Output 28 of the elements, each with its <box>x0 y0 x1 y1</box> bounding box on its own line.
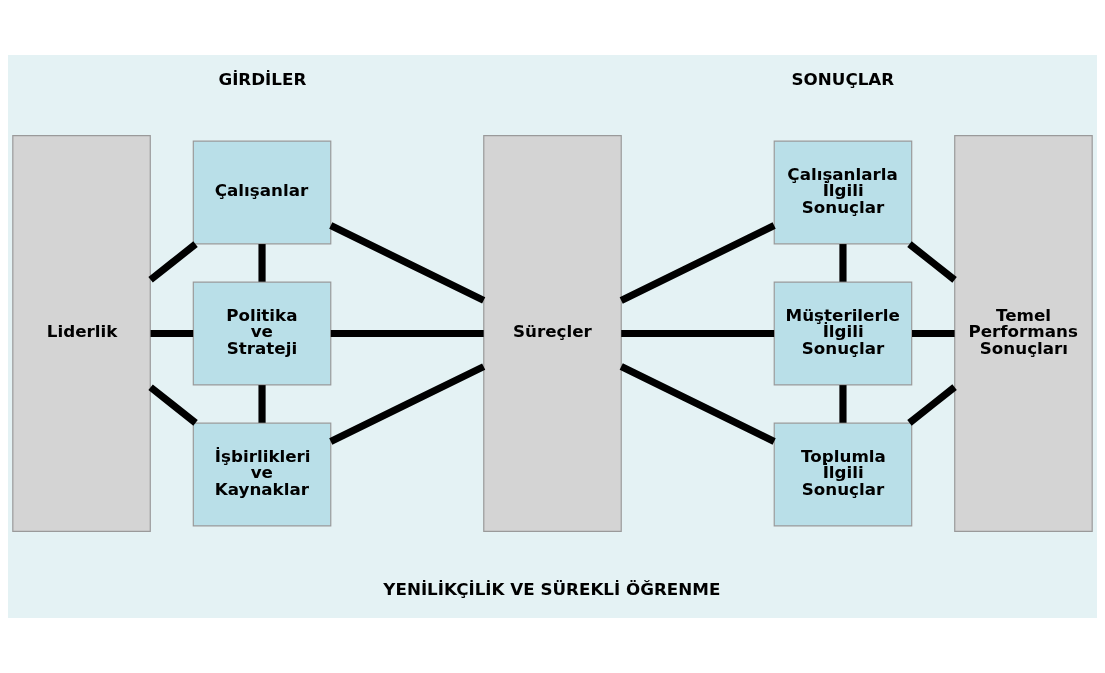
node-box: İşbirlikleri ve Kaynaklar <box>192 422 332 527</box>
connector <box>619 222 776 304</box>
node-box: Müşterilerle İlgili Sonuçlar <box>773 281 913 386</box>
connector <box>148 241 198 283</box>
node-box: Çalışanlarla İlgili Sonuçlar <box>773 140 913 245</box>
node-box: Toplumla İlgili Sonuçlar <box>773 422 913 527</box>
connector <box>839 385 847 423</box>
node-box: Temel Performans Sonuçları <box>954 135 1093 532</box>
connector <box>912 329 955 338</box>
connector <box>907 384 957 426</box>
label: YENİLİKÇİLİK VE SÜREKLİ ÖĞRENME <box>383 578 721 599</box>
connector <box>329 363 486 445</box>
connector <box>619 363 776 445</box>
node-box: Çalışanlar <box>192 140 332 245</box>
connector <box>907 241 957 283</box>
node-box: Süreçler <box>483 135 622 532</box>
connector <box>621 329 775 338</box>
connector <box>330 329 484 338</box>
connector <box>329 222 486 304</box>
connector <box>258 385 266 423</box>
node-box: Liderlik <box>12 135 151 532</box>
connector <box>839 244 847 282</box>
connector <box>148 384 198 426</box>
node-box: Politika ve Strateji <box>192 281 332 386</box>
label: GİRDİLER <box>218 68 307 89</box>
connector <box>150 329 194 338</box>
label: SONUÇLAR <box>791 68 895 89</box>
connector <box>258 244 266 282</box>
